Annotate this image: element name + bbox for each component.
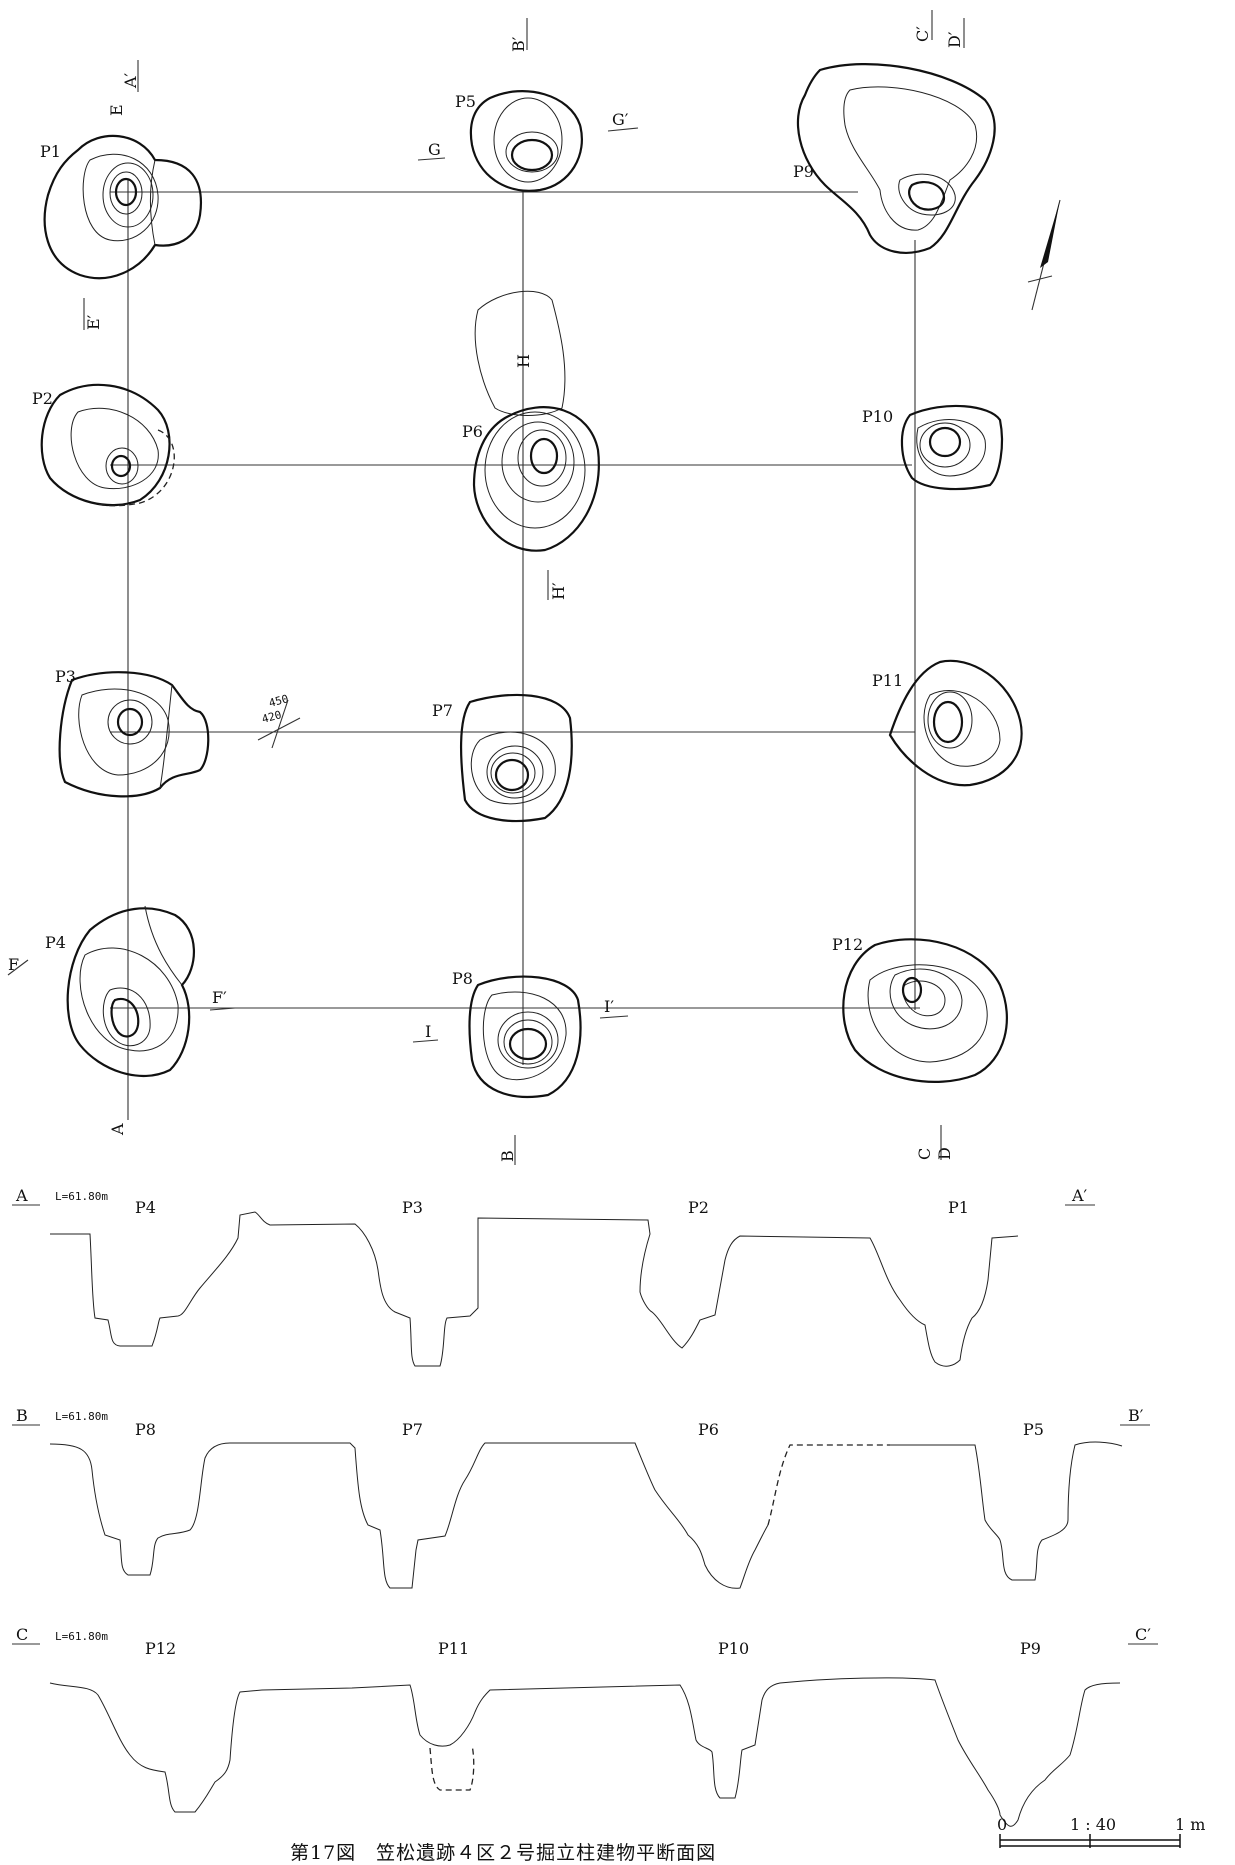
level-label: L=61.80m (55, 1190, 108, 1203)
marker-f-prime: F′ (212, 988, 227, 1007)
section-pit-label: P10 (718, 1639, 749, 1658)
pit-p7 (459, 693, 573, 823)
section-pit-label: P3 (402, 1198, 423, 1217)
pit-label: P1 (40, 142, 61, 161)
pit-p3 (58, 671, 210, 798)
section-b: B L=61.80m B′ P8 P7 P6 P5 (12, 1406, 1150, 1589)
section-a: A L=61.80m A′ P4 P3 P2 P1 (12, 1186, 1095, 1367)
scale-zero: 0 (997, 1815, 1007, 1834)
marker-d: D (935, 1147, 954, 1160)
marker-c-prime: C′ (913, 26, 932, 42)
section-pit-label: P4 (135, 1198, 156, 1217)
section-pit-label: P12 (145, 1639, 176, 1658)
section-pit-label: P8 (135, 1420, 156, 1439)
marker-h-prime: H′ (549, 582, 568, 600)
alignment-grid (110, 180, 920, 1120)
scale-bar: 0 1 : 40 1 m (997, 1815, 1205, 1848)
figure-caption: 第17図 笠松遺跡４区２号掘立柱建物平断面図 (290, 1842, 717, 1864)
marker-a-prime: A′ (121, 72, 140, 89)
marker-g: G (428, 140, 441, 159)
pit-p9 (796, 63, 996, 254)
marker-a: A (108, 1123, 127, 1136)
pit-label: P5 (455, 92, 476, 111)
pit-label: P9 (793, 162, 814, 181)
marker-b: B (498, 1150, 517, 1162)
section-start-label: A (15, 1186, 28, 1205)
marker-i: I (425, 1022, 431, 1041)
scale-ratio: 1 : 40 (1070, 1815, 1116, 1834)
pit-p1 (43, 134, 202, 280)
elevation-upper: 450 (267, 692, 290, 710)
elevation-note: 450 420 (257, 692, 301, 749)
pit-p2 (40, 383, 175, 507)
plan-view: P1 P2 P3 P4 P5 P6 P7 P8 P9 P10 P11 P12 A… (7, 10, 1061, 1165)
pit-p6 (472, 290, 600, 552)
section-pit-label: P1 (948, 1198, 969, 1217)
section-pit-label: P11 (438, 1639, 469, 1658)
section-c: C L=61.80m C′ P12 P11 P10 P9 (12, 1625, 1158, 1827)
pit-label: P6 (462, 422, 483, 441)
pit-label: P7 (432, 701, 453, 720)
marker-g-prime: G′ (612, 110, 629, 129)
pit-label: P8 (452, 969, 473, 988)
pit-p10 (900, 404, 1004, 491)
level-label: L=61.80m (55, 1630, 108, 1643)
pit-p4 (66, 905, 195, 1078)
pit-p12 (842, 938, 1008, 1083)
marker-c: C (915, 1148, 934, 1160)
pit-label: P11 (872, 671, 903, 690)
north-arrow-icon (1027, 199, 1061, 311)
pit-label: P12 (832, 935, 863, 954)
pit-label: P3 (55, 667, 76, 686)
marker-e-prime: E′ (84, 314, 103, 330)
level-label: L=61.80m (55, 1410, 108, 1423)
section-start-label: C (16, 1625, 28, 1644)
marker-i-prime: I′ (604, 997, 614, 1016)
pit-p5 (469, 90, 583, 192)
section-end-label: A′ (1071, 1186, 1088, 1205)
pit-p11 (888, 659, 1023, 787)
section-markers: A′ E E′ A B′ B H H′ C′ D′ C D F F′ G (7, 10, 965, 1165)
section-pit-label: P7 (402, 1420, 423, 1439)
section-pit-label: P5 (1023, 1420, 1044, 1439)
marker-f: F (8, 955, 19, 974)
pit-label: P10 (862, 407, 893, 426)
section-start-label: B (16, 1406, 28, 1425)
section-pit-label: P2 (688, 1198, 709, 1217)
section-pit-label: P6 (698, 1420, 719, 1439)
pit-label: P2 (32, 389, 53, 408)
marker-d-prime: D′ (945, 31, 964, 48)
marker-b-prime: B′ (509, 36, 528, 52)
elevation-lower: 420 (260, 708, 283, 726)
pit-p8 (468, 975, 582, 1099)
scale-length: 1 m (1175, 1815, 1205, 1834)
section-pit-label: P9 (1020, 1639, 1041, 1658)
pit-labels: P1 P2 P3 P4 P5 P6 P7 P8 P9 P10 P11 P12 (32, 92, 903, 988)
marker-h: H (514, 354, 533, 368)
section-end-label: B′ (1128, 1406, 1144, 1425)
marker-e: E (107, 104, 126, 116)
pit-label: P4 (45, 933, 66, 952)
section-end-label: C′ (1135, 1625, 1151, 1644)
